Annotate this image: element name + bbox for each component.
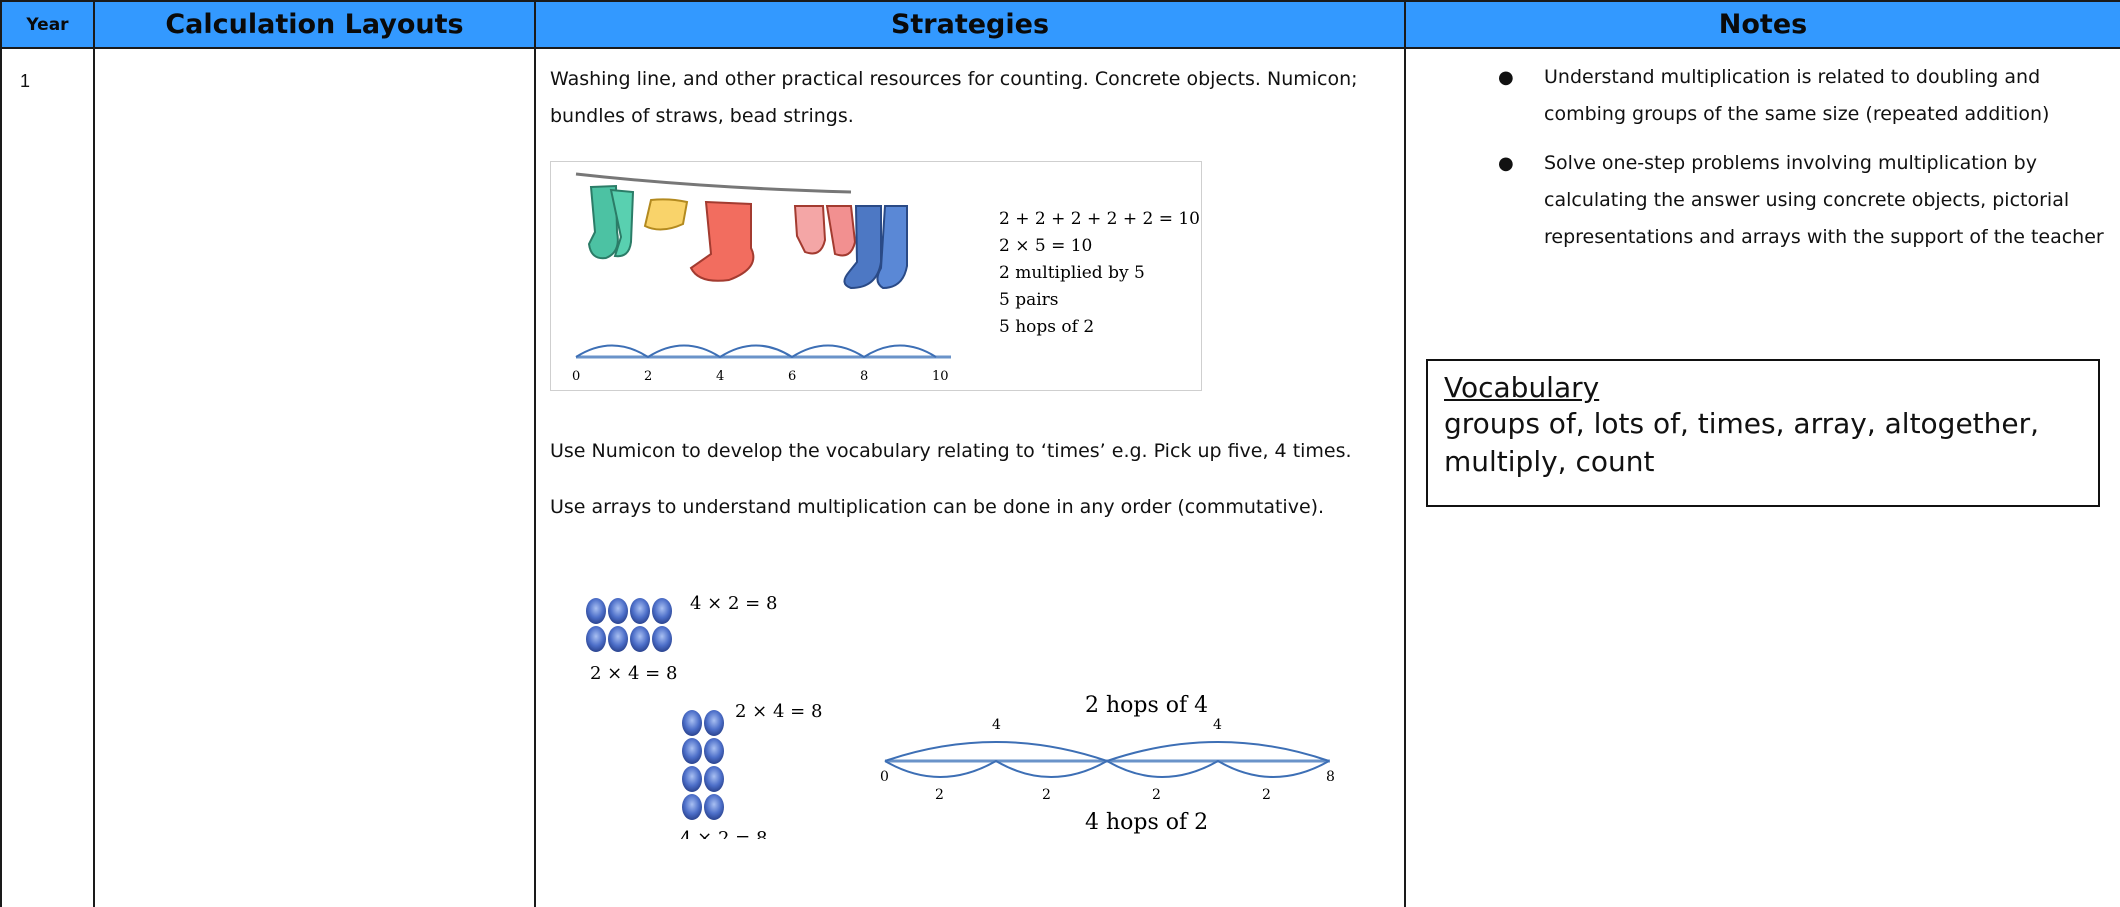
header-row: Year Calculation Layouts Strategies Note…	[0, 0, 2120, 49]
vocabulary-title: Vocabulary	[1444, 371, 1600, 404]
equation-line: 2 + 2 + 2 + 2 + 2 = 10	[999, 209, 1200, 229]
header-strategies: Strategies	[534, 0, 1406, 49]
hops-of-4-label: 2 hops of 4	[1085, 693, 1208, 718]
arrays-text: Use arrays to understand multiplication …	[550, 496, 1325, 518]
bead-icon	[608, 626, 628, 652]
hops-of-2-label: 4 hops of 2	[1085, 810, 1208, 835]
bead-icon	[608, 598, 628, 624]
number-line-label: 6	[788, 369, 796, 384]
strategies-cell: Washing line, and other practical resour…	[534, 47, 1406, 907]
washing-line-illustration: 0 2 4 6 8 10 2 + 2 + 2 + 2 + 2 = 10 2 × 5 = 10…	[572, 172, 1200, 384]
bullet-icon: ●	[1498, 67, 1514, 88]
bead-icon	[682, 710, 702, 736]
array-2-by-4	[682, 710, 724, 820]
line-end-label: 8	[1326, 769, 1335, 785]
number-line-label: 4	[716, 369, 724, 384]
number-line-label: 0	[572, 369, 580, 384]
equation-line: 5 pairs	[999, 290, 1059, 310]
bead-icon	[586, 598, 606, 624]
array1-equation-top: 4 × 2 = 8	[690, 593, 777, 614]
bullet-icon: ●	[1498, 153, 1514, 174]
bead-icon	[652, 598, 672, 624]
number-line-label: 2	[644, 369, 652, 384]
bead-icon	[704, 738, 724, 764]
header-year: Year	[0, 0, 95, 49]
equation-line: 2 multiplied by 5	[999, 263, 1145, 283]
numicon-text: Use Numicon to develop the vocabulary re…	[550, 440, 1352, 462]
bead-icon	[586, 626, 606, 652]
note-text: Understand multiplication is related to …	[1544, 66, 2050, 125]
washing-line-figure: 0 2 4 6 8 10 2 + 2 + 2 + 2 + 2 = 10 2 × 5 = 10…	[550, 161, 1202, 391]
list-item: ● Understand multiplication is related to…	[1406, 59, 2116, 133]
notes-cell: ● Understand multiplication is related to…	[1404, 47, 2120, 907]
array-4-by-2	[586, 598, 672, 652]
equation-line: 2 × 5 = 10	[999, 236, 1092, 256]
vocabulary-words: groups of, lots of, times, array, altoge…	[1444, 407, 2040, 478]
hop-2-label: 2	[1042, 787, 1051, 803]
number-line-labels: 0 2 4 6 8 10	[572, 369, 949, 384]
vocabulary-box: Vocabulary groups of, lots of, times, ar…	[1426, 359, 2100, 507]
hop-2-label: 2	[1152, 787, 1161, 803]
array2-equation-top: 2 × 4 = 8	[735, 701, 822, 722]
arrays-illustration: 4 × 2 = 8 2 × 4 = 8 2 × 4 = 8 4 × 2 = 8 …	[586, 593, 1335, 849]
bead-icon	[682, 766, 702, 792]
array1-equation-bottom: 2 × 4 = 8	[590, 663, 677, 684]
bead-icon	[704, 794, 724, 820]
calculation-layouts-cell	[93, 47, 536, 907]
equation-line: 5 hops of 2	[999, 317, 1094, 337]
hop-4-label: 4	[1213, 717, 1222, 733]
sock-icon	[587, 184, 908, 290]
array2-equation-bottom: 4 × 2 = 8	[680, 828, 767, 839]
number-line-label: 8	[860, 369, 868, 384]
number-line-label: 10	[932, 369, 949, 384]
table-row: 1 Washing line, and other practical reso…	[0, 47, 2120, 907]
arrays-figure: 4 × 2 = 8 2 × 4 = 8 2 × 4 = 8 4 × 2 = 8 …	[550, 539, 1370, 849]
note-text: Solve one-step problems involving multip…	[1544, 152, 2104, 248]
line-start-label: 0	[880, 769, 889, 785]
bead-icon	[630, 598, 650, 624]
hop-2-label: 2	[1262, 787, 1271, 803]
header-notes: Notes	[1404, 0, 2120, 49]
bead-icon	[704, 766, 724, 792]
bead-icon	[682, 794, 702, 820]
equation-list: 2 + 2 + 2 + 2 + 2 = 10 2 × 5 = 10 2 multip…	[999, 209, 1200, 337]
header-calculation-layouts: Calculation Layouts	[93, 0, 536, 49]
strategies-intro: Washing line, and other practical resour…	[550, 68, 1358, 127]
list-item: ● Solve one-step problems involving multi…	[1406, 145, 2116, 256]
bead-icon	[630, 626, 650, 652]
bead-icon	[704, 710, 724, 736]
notes-list: ● Understand multiplication is related to…	[1406, 59, 2116, 268]
bead-icon	[682, 738, 702, 764]
year-cell: 1	[0, 47, 95, 907]
hop-4-label: 4	[992, 717, 1001, 733]
bead-icon	[652, 626, 672, 652]
hop-2-label: 2	[935, 787, 944, 803]
